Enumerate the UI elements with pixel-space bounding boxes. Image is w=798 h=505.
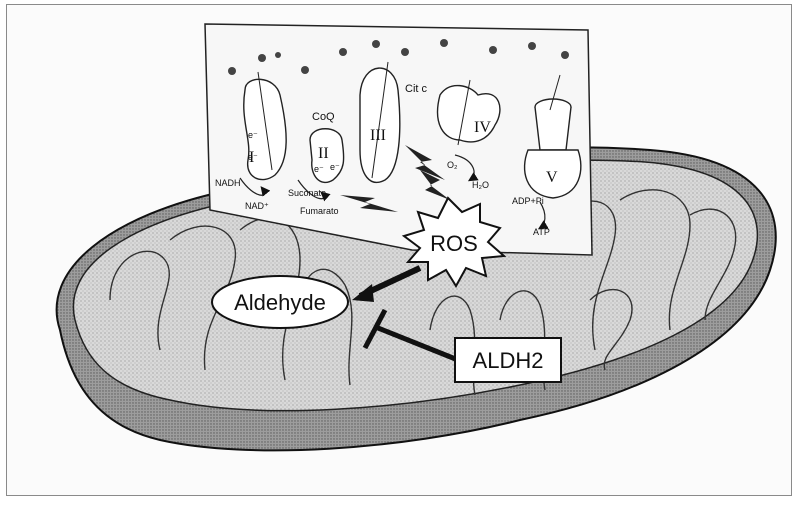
ros-label: ROS: [430, 231, 478, 256]
atp-label: ATP: [533, 227, 550, 237]
h2o-label: H₂O: [472, 180, 489, 190]
electron-label-2: e⁻: [248, 152, 258, 162]
coq-label: CoQ: [312, 111, 335, 123]
adp-label: ADP+Pi: [512, 196, 544, 206]
nadh-label: NADH: [215, 178, 241, 188]
complex-ii: II e⁻ e⁻: [310, 129, 344, 183]
aldh2-label: ALDH2: [473, 348, 544, 373]
succinate-label: Suconato: [288, 188, 326, 198]
electron-label-4: e⁻: [330, 162, 340, 172]
complex-iv-label: IV: [474, 119, 491, 136]
electron-label-1: e⁻: [248, 130, 258, 140]
electron-transport-panel: I e⁻ e⁻ II e⁻ e⁻ CoQ III Cit c IV: [205, 24, 592, 255]
aldehyde-label: Aldehyde: [234, 290, 326, 315]
nad-label: NAD⁺: [245, 201, 269, 211]
complex-iii-label: III: [370, 127, 386, 144]
fumarate-label: Fumarato: [300, 206, 339, 216]
cytochrome-c-label: Cit c: [405, 83, 428, 95]
complex-v-label: V: [546, 169, 558, 186]
o2-label: O₂: [447, 160, 458, 170]
electron-label-3: e⁻: [314, 164, 324, 174]
complex-iii: III: [360, 62, 400, 182]
complex-ii-label: II: [318, 145, 329, 162]
